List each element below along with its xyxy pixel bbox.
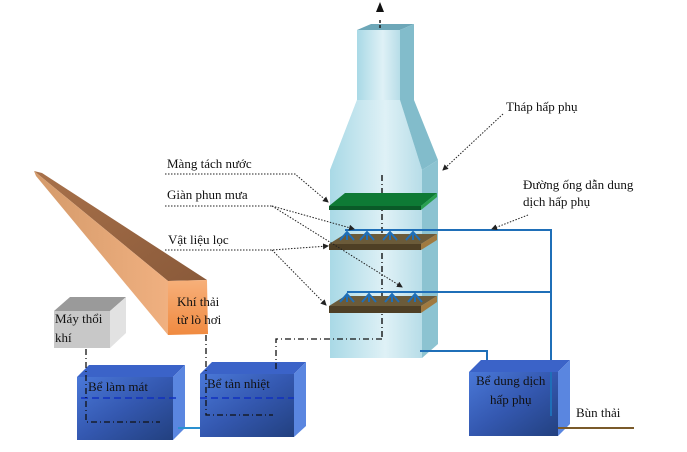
leader-lines	[165, 113, 529, 306]
label-solution-pipe-line1: Đường ống dẫn dung	[523, 177, 634, 192]
solution-tank	[469, 360, 570, 436]
mist-eliminator-layer	[329, 193, 437, 206]
label-blower-line1: Máy thổi	[55, 311, 103, 326]
label-absorption-tower: Tháp hấp phụ	[506, 99, 578, 114]
label-mist-eliminator: Màng tách nước	[167, 156, 252, 171]
exhaust-arrow-icon	[376, 2, 384, 12]
flue-gas-duct	[34, 171, 208, 335]
label-sludge: Bùn thải	[576, 405, 621, 420]
label-filter-media: Vật liệu lọc	[168, 232, 229, 247]
label-solution-pipe-line2: dịch hấp phụ	[523, 194, 591, 209]
label-spray-rack: Giàn phun mưa	[167, 187, 248, 202]
label-solution-tank-line1: Bể dung dịch	[476, 373, 546, 388]
blower-box	[54, 297, 126, 348]
heat-dissipation-tank	[200, 362, 306, 437]
label-cooling-tank: Bể làm mát	[88, 379, 148, 394]
label-flue-gas-line1: Khí thải	[177, 294, 220, 309]
label-solution-tank-line2: hấp phụ	[490, 392, 532, 407]
label-blower-line2: khí	[55, 330, 72, 345]
label-heat-tank: Bể tản nhiệt	[207, 376, 270, 391]
spray-rack-2	[339, 291, 550, 303]
process-flow-lines	[85, 335, 383, 423]
spray-rack-1	[339, 229, 550, 241]
cooling-tank	[77, 365, 185, 440]
label-flue-gas-line2: từ lò hơi	[177, 312, 222, 327]
